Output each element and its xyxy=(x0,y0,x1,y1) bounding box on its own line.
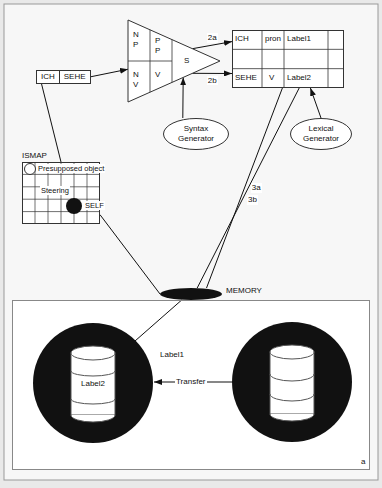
node-text: Syntax Generator xyxy=(163,124,229,143)
node-text: Presupposed object xyxy=(37,164,105,173)
node-text: ICH xyxy=(235,34,249,44)
memory-circle: Label2 xyxy=(33,323,153,443)
generator-ellipse: Lexical Generator xyxy=(290,118,352,150)
edge-label: 3a xyxy=(251,183,262,193)
memory-label: Transfer xyxy=(175,377,207,387)
node-text: SEHE xyxy=(60,71,90,83)
node-text: Steering xyxy=(40,186,70,195)
node-text: Label2 xyxy=(287,73,311,83)
connector xyxy=(135,300,182,341)
node-text: SELF xyxy=(84,201,105,210)
parse-tree-triangle: S xyxy=(128,20,220,102)
syntax-category: V xyxy=(133,80,138,90)
connector xyxy=(207,88,283,288)
lexicon-table: ICH pron Label1SEHE V Label2 xyxy=(232,30,344,88)
connector xyxy=(310,88,321,118)
connector xyxy=(100,215,160,294)
edge-label: 2a xyxy=(207,33,218,43)
connector xyxy=(192,73,232,74)
edge-label: 3b xyxy=(247,195,258,205)
memory-ellipse-shape xyxy=(160,288,222,300)
node-text: Lexical Generator xyxy=(290,124,352,143)
node-text: pron xyxy=(265,34,281,44)
syntax-category: P xyxy=(155,46,160,56)
edge-label: 2b xyxy=(207,76,218,86)
syntax-category: V xyxy=(155,70,160,80)
generator-ellipse: Syntax Generator xyxy=(163,118,229,150)
ismap-grid: ISMAPPresupposed objectSteeringSELF xyxy=(22,162,100,224)
word-box: ICHSEHE xyxy=(36,70,91,84)
memory-panel-ground xyxy=(12,300,370,470)
memory-ellipse: MEMORY xyxy=(160,288,222,300)
connector xyxy=(91,69,128,77)
node-text: ICH xyxy=(37,71,60,83)
node-text: a xyxy=(361,457,365,467)
parse-tree-triangle-shape xyxy=(128,20,220,102)
outer-frame xyxy=(4,4,378,480)
node-text: Label2 xyxy=(73,379,113,389)
node-text: MEMORY xyxy=(226,286,262,296)
connector xyxy=(197,88,299,288)
memory-label: Label1 xyxy=(160,350,184,360)
syntax-category: N xyxy=(133,30,139,40)
node-text: Label1 xyxy=(287,34,311,44)
syntax-category: P xyxy=(155,36,160,46)
connector xyxy=(182,77,183,118)
node-text: V xyxy=(269,73,274,83)
node-text: S xyxy=(184,56,189,66)
connector xyxy=(41,84,61,162)
right-memory-circle xyxy=(232,322,352,442)
syntax-category: N xyxy=(133,70,139,80)
node-text: ISMAP xyxy=(22,151,47,161)
syntax-category: P xyxy=(133,40,138,50)
node-text: SEHE xyxy=(235,73,257,83)
